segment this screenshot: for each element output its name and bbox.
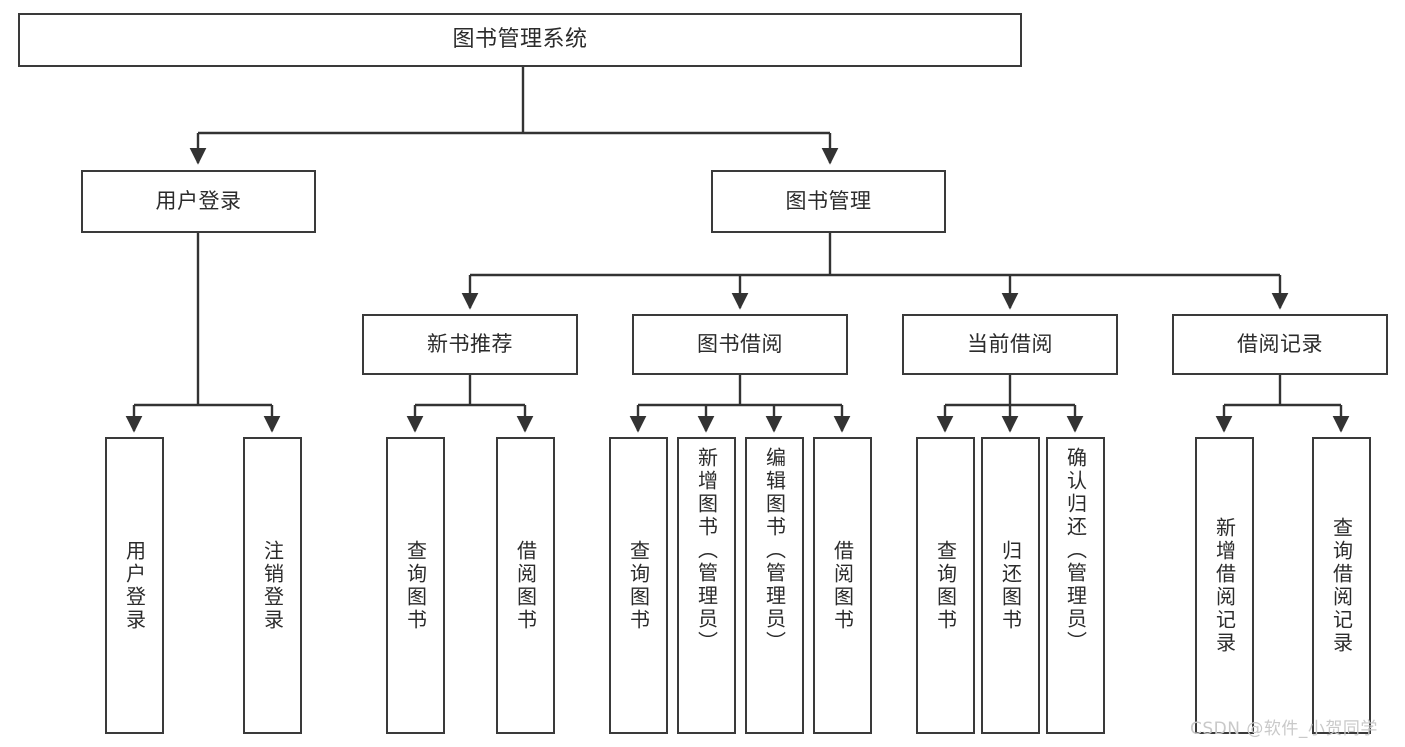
node-leaf-return-book-label: 归还图书: [998, 539, 1023, 632]
node-leaf-borrow-book-2[interactable]: 借阅图书: [813, 437, 872, 734]
node-leaf-query-book-1-label: 查询图书: [403, 539, 428, 632]
node-book-borrow[interactable]: 图书借阅: [632, 314, 848, 375]
node-leaf-logout-label: 注销登录: [260, 539, 285, 632]
node-borrow-record[interactable]: 借阅记录: [1172, 314, 1388, 375]
node-leaf-add-book[interactable]: 新增图书（管理员）: [677, 437, 736, 734]
node-book-manage[interactable]: 图书管理: [711, 170, 946, 233]
node-leaf-user-login-label: 用户登录: [122, 539, 147, 632]
node-leaf-edit-book[interactable]: 编辑图书（管理员）: [745, 437, 804, 734]
node-root-label: 图书管理系统: [452, 26, 588, 52]
node-leaf-query-record-label: 查询借阅记录: [1329, 516, 1354, 655]
node-current-borrow-label: 当前借阅: [967, 331, 1053, 356]
node-leaf-borrow-book-1[interactable]: 借阅图书: [496, 437, 555, 734]
node-leaf-logout[interactable]: 注销登录: [243, 437, 302, 734]
node-new-book-recommend-label: 新书推荐: [427, 331, 513, 356]
node-current-borrow[interactable]: 当前借阅: [902, 314, 1118, 375]
node-leaf-return-book[interactable]: 归还图书: [981, 437, 1040, 734]
node-leaf-borrow-book-2-label: 借阅图书: [830, 539, 855, 632]
node-book-borrow-label: 图书借阅: [697, 331, 783, 356]
node-root[interactable]: 图书管理系统: [18, 13, 1022, 67]
node-user-login-label: 用户登录: [155, 188, 242, 213]
node-leaf-add-record[interactable]: 新增借阅记录: [1195, 437, 1254, 734]
node-leaf-confirm-return-label: 确认归还（管理员）: [1063, 447, 1088, 654]
node-leaf-borrow-book-1-label: 借阅图书: [513, 539, 538, 632]
node-leaf-confirm-return[interactable]: 确认归还（管理员）: [1046, 437, 1105, 734]
node-user-login[interactable]: 用户登录: [81, 170, 316, 233]
node-leaf-query-book-2[interactable]: 查询图书: [609, 437, 668, 734]
node-borrow-record-label: 借阅记录: [1237, 331, 1323, 356]
node-leaf-query-record[interactable]: 查询借阅记录: [1312, 437, 1371, 734]
node-leaf-add-record-label: 新增借阅记录: [1212, 516, 1237, 655]
node-leaf-query-book-3-label: 查询图书: [933, 539, 958, 632]
node-leaf-query-book-3[interactable]: 查询图书: [916, 437, 975, 734]
csdn-watermark: CSDN @软件_小贺同学: [1190, 719, 1378, 739]
node-leaf-edit-book-label: 编辑图书（管理员）: [762, 447, 787, 654]
node-leaf-query-book-1[interactable]: 查询图书: [386, 437, 445, 734]
node-leaf-user-login[interactable]: 用户登录: [105, 437, 164, 734]
node-new-book-recommend[interactable]: 新书推荐: [362, 314, 578, 375]
node-leaf-query-book-2-label: 查询图书: [626, 539, 651, 632]
node-leaf-add-book-label: 新增图书（管理员）: [694, 447, 719, 654]
node-book-manage-label: 图书管理: [785, 188, 872, 213]
